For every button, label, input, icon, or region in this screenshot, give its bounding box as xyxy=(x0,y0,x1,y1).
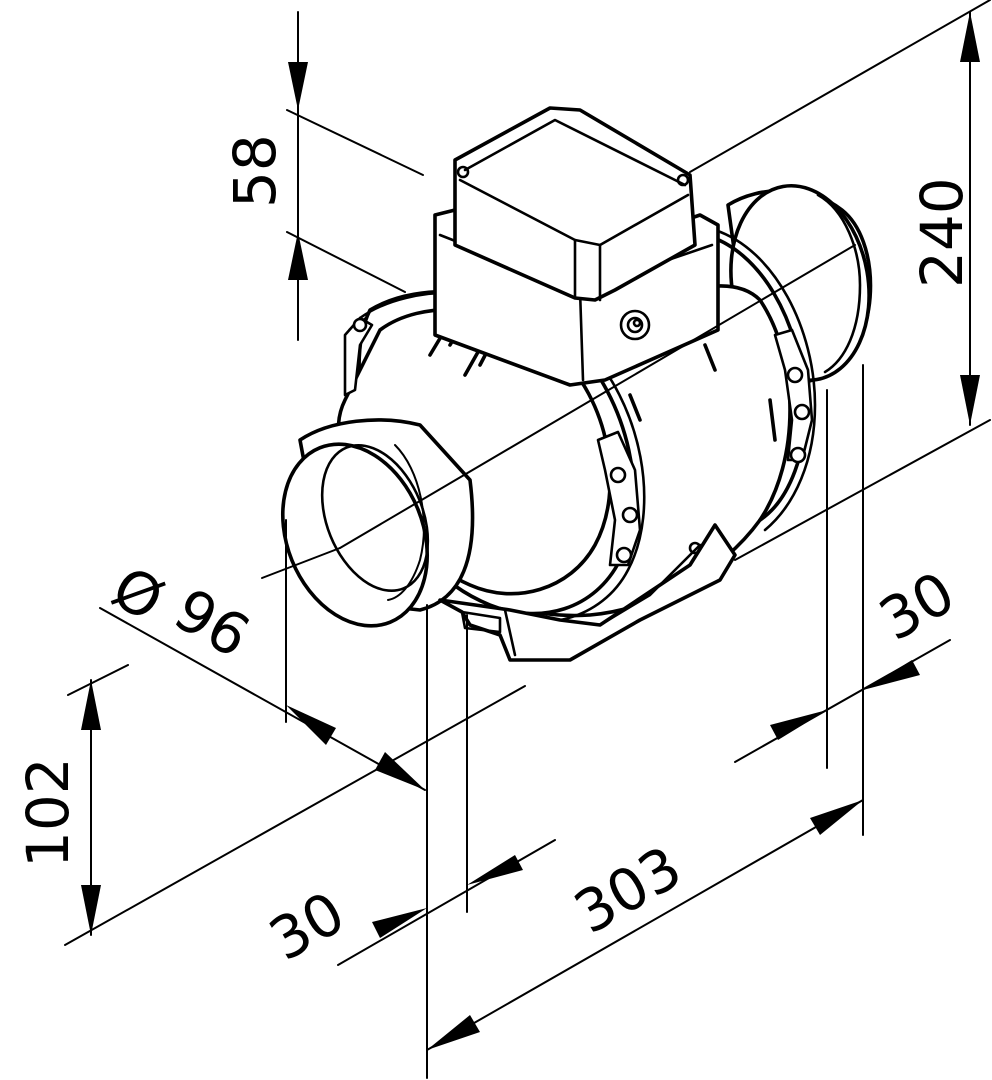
dimension-label-102: 102 xyxy=(14,757,82,868)
dimension-label-303: 303 xyxy=(563,833,693,947)
dimension-label-240: 240 xyxy=(908,177,976,288)
terminal-box xyxy=(433,106,720,387)
mounting-foot xyxy=(438,523,737,662)
inlet-spigot xyxy=(280,418,475,628)
front-ring-clamp xyxy=(596,430,642,567)
top-left-clamp xyxy=(343,316,374,397)
dimension-label-diameter-96: 96 xyxy=(163,575,261,671)
dimension-label-diameter-symbol: Ø xyxy=(101,553,175,635)
dimension-label-outlet-30: 30 xyxy=(868,558,966,654)
rear-ring-clamp xyxy=(773,328,814,464)
fan-body xyxy=(280,106,873,662)
dimension-label-inlet-30: 30 xyxy=(258,878,356,974)
dimension-label-58: 58 xyxy=(221,134,289,208)
dimension-lines xyxy=(64,0,991,1079)
